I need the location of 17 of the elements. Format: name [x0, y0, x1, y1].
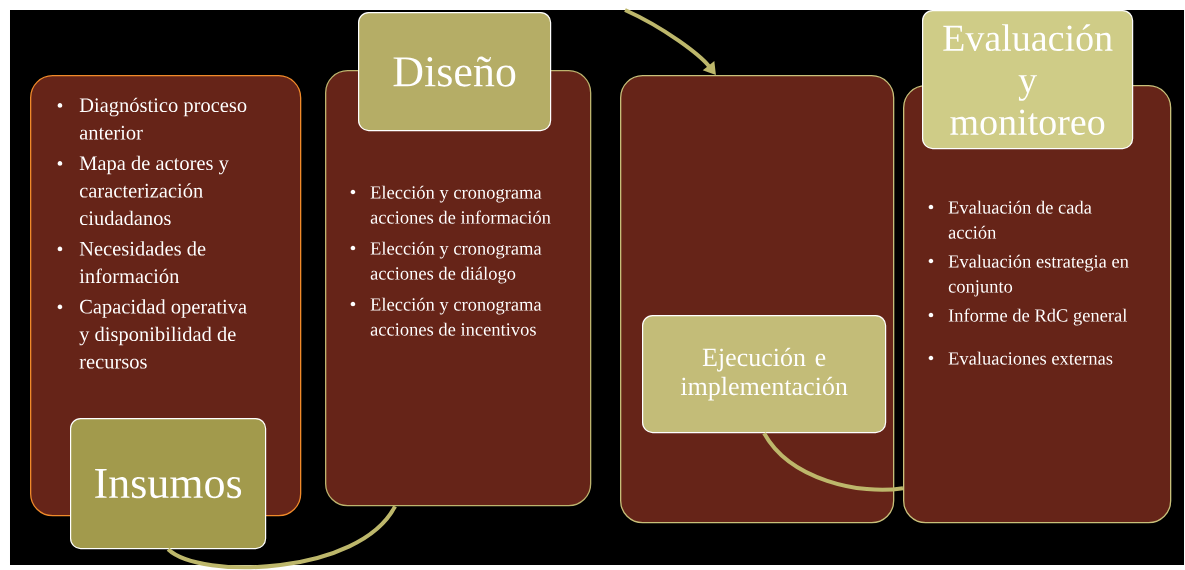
bullet-item: Elección y cronograma acciones de información	[350, 185, 551, 224]
bullet-item: Diagnóstico proceso anterior	[57, 97, 247, 140]
bullet-item: Evaluaciones externas	[928, 351, 1113, 365]
title-box: Ejecución e implementación	[642, 315, 887, 434]
bullet-item: Elección y cronograma acciones de incentivos	[350, 297, 542, 336]
title-box: Evaluación y monitoreo	[922, 10, 1134, 150]
title-box: Insumos	[70, 418, 267, 550]
bullet-item: Informe de RdC general	[928, 308, 1127, 326]
bullet-item: Necesidades de información	[57, 241, 206, 284]
bullet-item: Capacidad operativa y disponibilidad de recursos	[57, 299, 247, 369]
title-box: Diseño	[358, 12, 552, 132]
bullet-item: Evaluación estrategia en conjunto	[928, 254, 1129, 297]
curved-arrow	[624, 8, 716, 75]
bullet-item: Evaluación de cada acción	[928, 200, 1092, 239]
bullet-item: Mapa de actores y caracterización ciudadanos	[57, 155, 229, 226]
curved-line	[762, 432, 904, 492]
bullet-item: Elección y cronograma acciones de diálogo	[350, 241, 542, 284]
